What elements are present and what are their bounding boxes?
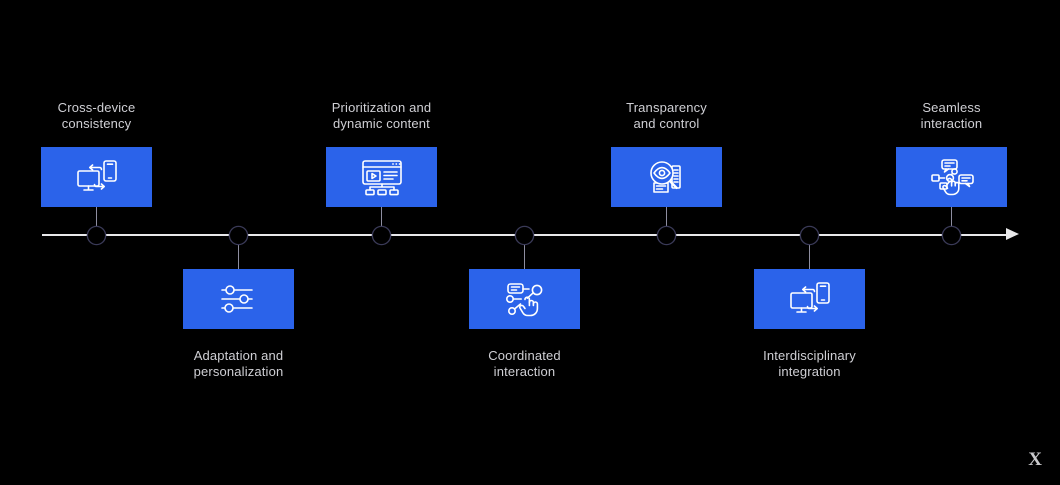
magnifier-eye-document-icon-glyph — [649, 161, 681, 193]
monitor-phone-sync-icon — [73, 156, 121, 198]
timeline-card-2[interactable] — [183, 269, 294, 329]
hand-pointer-chat-nodes-icon — [928, 156, 976, 198]
timeline-node-dot-4[interactable] — [515, 226, 533, 244]
hand-pointer-chat-nodes-icon-glyph — [930, 159, 974, 196]
timeline-card-5[interactable] — [611, 147, 722, 207]
x-logo-watermark: X — [1028, 449, 1042, 470]
timeline-node-dot-3[interactable] — [372, 226, 390, 244]
timeline-node-dot-7[interactable] — [942, 226, 960, 244]
hand-pointer-network-icon-glyph — [505, 283, 542, 317]
hand-pointer-network-icon — [501, 278, 549, 320]
timeline-node-dot-5[interactable] — [657, 226, 675, 244]
timeline-label-6: Interdisciplinary integration — [763, 348, 856, 379]
timeline-connector-1 — [96, 207, 98, 235]
timeline-card-4[interactable] — [469, 269, 580, 329]
timeline-connector-4 — [524, 235, 526, 269]
timeline-connector-7 — [951, 207, 953, 235]
timeline-node-dot-1[interactable] — [87, 226, 105, 244]
timeline-node-dot-2[interactable] — [229, 226, 247, 244]
timeline-label-2: Adaptation and personalization — [193, 348, 284, 379]
timeline-card-1[interactable] — [41, 147, 152, 207]
monitor-phone-sync-icon-glyph — [76, 160, 117, 191]
timeline-label-3: Prioritization and dynamic content — [331, 100, 432, 131]
magnifier-eye-document-icon — [643, 156, 691, 198]
timeline-node-dot-6[interactable] — [800, 226, 818, 244]
timeline-connector-3 — [381, 207, 383, 235]
timeline-label-4: Coordinated interaction — [488, 348, 561, 379]
timeline-connector-5 — [666, 207, 668, 235]
monitor-phone-sync-icon-glyph — [789, 282, 830, 313]
timeline-label-7: Seamless interaction — [920, 100, 983, 131]
timeline-card-7[interactable] — [896, 147, 1007, 207]
sliders-settings-icon-glyph — [220, 285, 253, 313]
timeline-card-6[interactable] — [754, 269, 865, 329]
media-window-nodes-icon-glyph — [361, 160, 402, 196]
timeline-card-3[interactable] — [326, 147, 437, 207]
timeline-arrow-icon — [1006, 228, 1019, 240]
sliders-settings-icon — [215, 278, 263, 320]
media-window-nodes-icon — [358, 156, 406, 198]
timeline-connector-6 — [809, 235, 811, 269]
timeline-label-1: Cross-device consistency — [57, 100, 136, 131]
monitor-phone-sync-icon — [786, 278, 834, 320]
timeline-connector-2 — [238, 235, 240, 269]
timeline-label-5: Transparency and control — [626, 100, 707, 131]
